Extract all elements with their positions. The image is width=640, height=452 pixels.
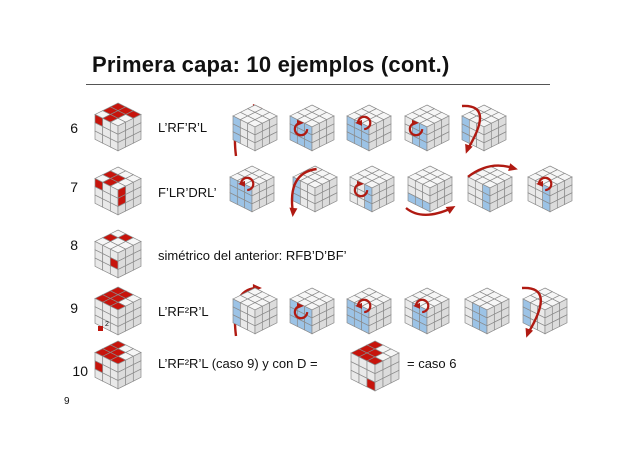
title-underline — [86, 84, 550, 85]
rotate-arrow-icon — [405, 206, 456, 216]
legend-red-square — [98, 326, 103, 331]
cube-step-icon — [461, 104, 507, 152]
cube-step-icon — [346, 287, 392, 335]
cube-step-icon — [229, 165, 275, 213]
case-number-10: 10 — [72, 363, 88, 379]
algorithm-7: F’LR’DRL’ — [158, 185, 217, 200]
cube-step-icon — [527, 165, 573, 213]
cube-step-icon — [232, 287, 278, 335]
algorithm-6: L’RF’R’L — [158, 120, 208, 135]
cube-case-9 — [94, 286, 142, 336]
cube-step-icon — [289, 287, 335, 335]
cube-step-icon — [346, 104, 392, 152]
cube-step-icon — [467, 165, 513, 213]
result-case-6: = caso 6 — [407, 356, 457, 371]
rotate-arrow-icon — [461, 104, 482, 154]
case-number-9: 9 — [70, 300, 78, 316]
slide-title: Primera capa: 10 ejemplos (cont.) — [92, 52, 450, 77]
cube-step-icon — [404, 104, 450, 152]
cube-case-8 — [94, 229, 142, 279]
cube-case-7 — [94, 166, 142, 216]
cube-d-move — [350, 340, 400, 392]
cube-case-10 — [94, 340, 142, 390]
rotate-arrow-icon — [521, 286, 543, 338]
cube-case-6 — [94, 102, 142, 152]
cube-step-icon — [349, 165, 395, 213]
cube-step-icon — [404, 287, 450, 335]
case-number-6: 6 — [70, 120, 78, 136]
cube-step-icon — [407, 165, 453, 213]
cube-step-icon — [464, 287, 510, 335]
case-number-8: 8 — [70, 237, 78, 253]
page-number: 9 — [64, 396, 70, 407]
algorithm-8: simétrico del anterior: RFB’D’BF’ — [158, 248, 347, 263]
rotate-arrow-icon — [467, 163, 518, 178]
legend-superscript: 2 — [105, 321, 109, 328]
rotate-arrow-icon — [289, 167, 317, 217]
algorithm-9: L’RF²R’L — [158, 304, 209, 319]
case-number-7: 7 — [70, 179, 78, 195]
algorithm-10: L’RF²R’L (caso 9) y con D = — [158, 356, 318, 371]
cube-step-icon — [232, 104, 278, 152]
cube-step-icon — [289, 104, 335, 152]
